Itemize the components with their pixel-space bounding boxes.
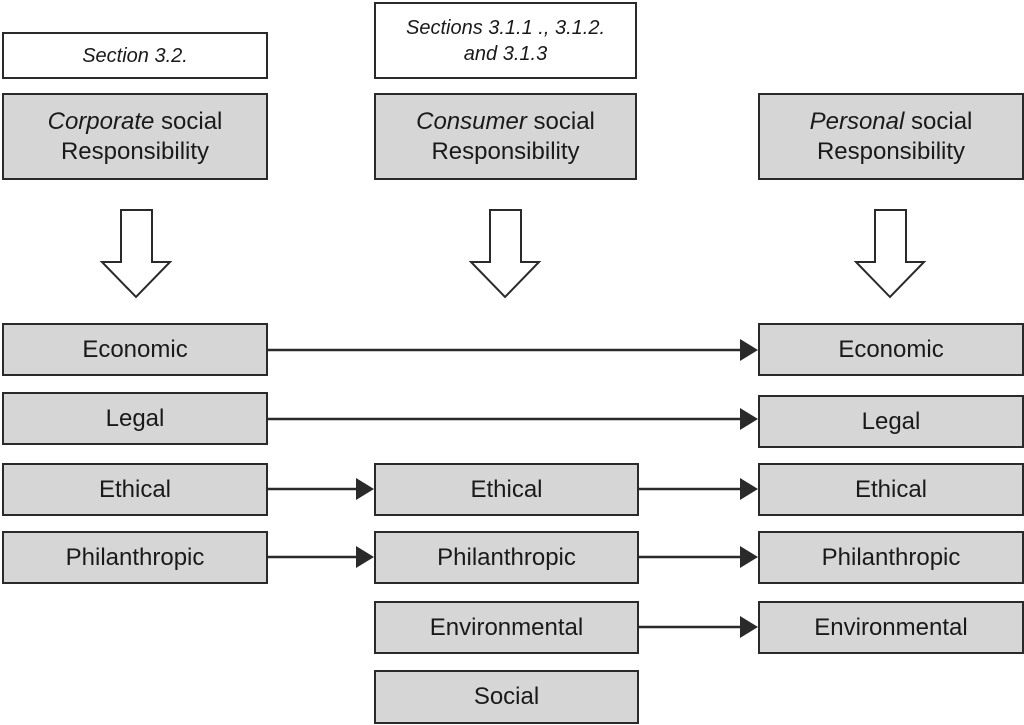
consumer-social-label: Social bbox=[473, 683, 540, 710]
personal-header-line2: Responsibility bbox=[816, 137, 966, 165]
personal-environmental-box: Environmental bbox=[758, 601, 1024, 654]
personal-philanthropic-box: Philanthropic bbox=[758, 531, 1024, 584]
personal-legal-label: Legal bbox=[861, 407, 921, 435]
corporate-ethical-label: Ethical bbox=[98, 475, 172, 503]
consumer-header-rest: social bbox=[526, 107, 595, 135]
arrow-corporate-economic-to-personal-economic bbox=[268, 339, 758, 361]
consumer-header-line2: Responsibility bbox=[431, 137, 580, 165]
corporate-down-arrow-icon bbox=[99, 209, 173, 299]
consumer-header-emph: Consumer bbox=[416, 107, 527, 135]
arrow-consumer-philanthropic-to-personal-philanthropic bbox=[639, 546, 758, 568]
corporate-legal-label: Legal bbox=[105, 404, 165, 432]
arrow-consumer-environmental-to-personal-environmental bbox=[639, 616, 758, 638]
consumer-section-note-line2: and 3.1.3 bbox=[463, 42, 548, 65]
arrow-corporate-legal-to-personal-legal bbox=[268, 408, 758, 430]
consumer-header: Consumer social Responsibility bbox=[374, 93, 637, 180]
personal-down-arrow-icon bbox=[853, 209, 927, 299]
corporate-header-emph: Corporate bbox=[47, 107, 155, 135]
personal-economic-label: Economic bbox=[838, 335, 944, 363]
personal-legal-box: Legal bbox=[758, 395, 1024, 448]
corporate-header-line1: Corporate social bbox=[48, 107, 223, 137]
corporate-philanthropic-label: Philanthropic bbox=[65, 543, 205, 571]
arrow-consumer-ethical-to-personal-ethical bbox=[639, 478, 758, 500]
consumer-environmental-box: Environmental bbox=[374, 601, 639, 654]
arrow-corporate-ethical-to-consumer-ethical bbox=[268, 478, 374, 500]
consumer-environmental-label: Environmental bbox=[429, 613, 584, 641]
personal-ethical-box: Ethical bbox=[758, 463, 1024, 516]
personal-header-rest: social bbox=[904, 107, 973, 135]
corporate-ethical-box: Ethical bbox=[2, 463, 268, 516]
corporate-section-note-text: Section 3.2. bbox=[82, 44, 188, 67]
corporate-header: Corporate social Responsibility bbox=[2, 93, 268, 180]
consumer-ethical-label: Ethical bbox=[470, 475, 543, 503]
corporate-header-line2: Responsibility bbox=[60, 137, 210, 165]
consumer-section-note: Sections 3.1.1 ., 3.1.2. and 3.1.3 bbox=[374, 2, 637, 79]
personal-ethical-label: Ethical bbox=[854, 475, 928, 503]
consumer-ethical-box: Ethical bbox=[374, 463, 639, 516]
corporate-section-note: Section 3.2. bbox=[2, 32, 268, 79]
personal-header-line1: Personal social bbox=[810, 107, 973, 137]
personal-environmental-label: Environmental bbox=[814, 613, 968, 641]
arrow-corporate-philanthropic-to-consumer-philanthropic bbox=[268, 546, 374, 568]
personal-header: Personal social Responsibility bbox=[758, 93, 1024, 180]
corporate-philanthropic-box: Philanthropic bbox=[2, 531, 268, 584]
consumer-section-note-line1: Sections 3.1.1 ., 3.1.2. bbox=[405, 16, 605, 39]
consumer-down-arrow-icon bbox=[468, 209, 542, 299]
corporate-legal-box: Legal bbox=[2, 392, 268, 445]
corporate-header-rest: social bbox=[154, 107, 223, 135]
corporate-economic-label: Economic bbox=[82, 335, 188, 363]
consumer-philanthropic-label: Philanthropic bbox=[437, 543, 576, 571]
personal-economic-box: Economic bbox=[758, 323, 1024, 376]
personal-header-emph: Personal bbox=[809, 107, 905, 135]
personal-philanthropic-label: Philanthropic bbox=[821, 543, 961, 571]
consumer-philanthropic-box: Philanthropic bbox=[374, 531, 639, 584]
corporate-economic-box: Economic bbox=[2, 323, 268, 376]
consumer-header-line1: Consumer social bbox=[416, 107, 595, 137]
consumer-social-box: Social bbox=[374, 670, 639, 724]
